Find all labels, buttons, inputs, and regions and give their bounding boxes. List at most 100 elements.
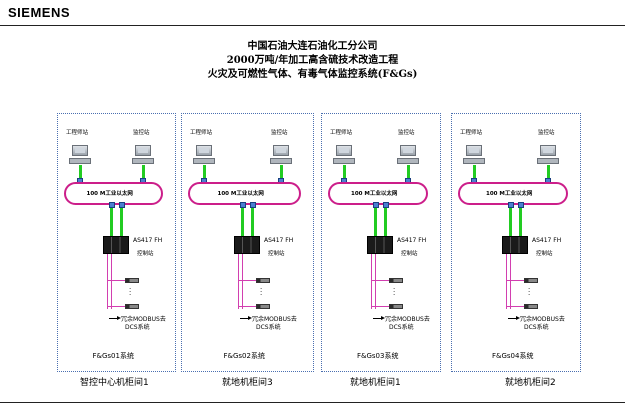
computer-screen	[400, 145, 416, 156]
modbus-label: 冗余MODBUS去	[385, 316, 430, 323]
ethernet-link	[251, 208, 254, 236]
footer-divider	[0, 402, 625, 403]
controller-model: AS417 FH	[532, 237, 562, 244]
ethernet-link	[473, 165, 476, 179]
modbus-label: 冗余MODBUS去	[121, 316, 166, 323]
ethernet-link	[384, 208, 387, 236]
modbus-label-line-2: DCS系统	[256, 324, 281, 331]
controller-label: 控制站	[401, 251, 418, 257]
computer-base	[69, 158, 91, 164]
io-bus-line	[107, 280, 125, 281]
monitor-computer-icon	[537, 145, 559, 164]
redundant-controller-icon	[234, 236, 260, 254]
computer-base	[333, 158, 355, 164]
network-node-icon	[109, 202, 115, 208]
io-module-icon	[125, 278, 139, 283]
ethernet-link	[203, 165, 206, 179]
workstation-label: 工程师站	[460, 130, 483, 136]
monitor-label: 监控站	[538, 130, 555, 136]
title-line-3: 火灾及可燃性气体、有毒气体监控系统(F&Gs)	[207, 69, 418, 80]
network-node-icon	[250, 202, 256, 208]
ethernet-link	[280, 165, 283, 179]
modbus-arrow	[240, 316, 252, 320]
ethernet-link	[547, 165, 550, 179]
modbus-label-line-2: DCS系统	[389, 324, 414, 331]
computer-base	[397, 158, 419, 164]
controller-model: AS417 FH	[264, 237, 294, 244]
io-bus-line	[238, 280, 256, 281]
io-module-icon	[524, 304, 538, 309]
computer-screen	[466, 145, 482, 156]
io-bus-line	[510, 254, 511, 309]
monitor-computer-icon	[132, 145, 154, 164]
header-divider	[0, 25, 625, 26]
io-bus-line	[107, 306, 125, 307]
ethernet-link	[142, 165, 145, 179]
modbus-label: 冗余MODBUS去	[252, 316, 297, 323]
monitor-computer-icon	[397, 145, 419, 164]
monitor-label: 监控站	[133, 130, 150, 136]
controller-label: 控制站	[137, 251, 154, 257]
computer-screen	[273, 145, 289, 156]
io-module-icon	[125, 304, 139, 309]
io-bus-line	[111, 254, 112, 309]
computer-base	[537, 158, 559, 164]
room-label: 就地机柜间2	[505, 378, 556, 388]
modbus-label-line-2: DCS系统	[524, 324, 549, 331]
network-node-icon	[240, 202, 246, 208]
io-module-icon	[389, 278, 403, 283]
workstation-computer-icon	[333, 145, 355, 164]
network-node-icon	[119, 202, 125, 208]
title-line-2: 2000万吨/年加工高含硫技术改造工程	[226, 55, 399, 66]
io-bus-line	[375, 254, 376, 309]
workstation-label: 工程师站	[66, 130, 89, 136]
io-module-icon	[256, 278, 270, 283]
modbus-arrow	[373, 316, 385, 320]
network-node-icon	[508, 202, 514, 208]
ethernet-link	[120, 208, 123, 236]
network-label: 100 M工业以太网	[86, 191, 133, 197]
system-name: F&Gs01系统	[92, 352, 134, 360]
io-bus-line	[242, 254, 243, 309]
io-module-icon	[256, 304, 270, 309]
workstation-computer-icon	[69, 145, 91, 164]
computer-screen	[336, 145, 352, 156]
computer-base	[132, 158, 154, 164]
network-node-icon	[383, 202, 389, 208]
modbus-label-line-2: DCS系统	[125, 324, 150, 331]
continuation-dots: ···	[393, 285, 396, 299]
redundant-controller-icon	[502, 236, 528, 254]
computer-base	[193, 158, 215, 164]
controller-label: 控制站	[268, 251, 285, 257]
ethernet-link	[241, 208, 244, 236]
computer-screen	[196, 145, 212, 156]
room-label: 智控中心机柜间1	[80, 378, 149, 388]
io-bus-line	[238, 306, 256, 307]
ethernet-link	[374, 208, 377, 236]
network-node-icon	[373, 202, 379, 208]
system-name: F&Gs03系统	[357, 352, 399, 360]
computer-screen	[135, 145, 151, 156]
continuation-dots: ···	[260, 285, 263, 299]
siemens-logo: SIEMENS	[8, 5, 71, 20]
title-line-1: 中国石油大连石油化工分公司	[247, 41, 378, 52]
io-bus-line	[506, 280, 524, 281]
computer-screen	[540, 145, 556, 156]
network-node-icon	[518, 202, 524, 208]
monitor-label: 监控站	[271, 130, 288, 136]
redundant-controller-icon	[367, 236, 393, 254]
io-bus-line	[371, 280, 389, 281]
modbus-arrow	[508, 316, 520, 320]
modbus-arrow	[109, 316, 121, 320]
redundant-controller-icon	[103, 236, 129, 254]
controller-label: 控制站	[536, 251, 553, 257]
monitor-computer-icon	[270, 145, 292, 164]
system-name: F&Gs04系统	[492, 352, 534, 360]
io-bus-line	[371, 254, 372, 309]
system-name: F&Gs02系统	[223, 352, 265, 360]
